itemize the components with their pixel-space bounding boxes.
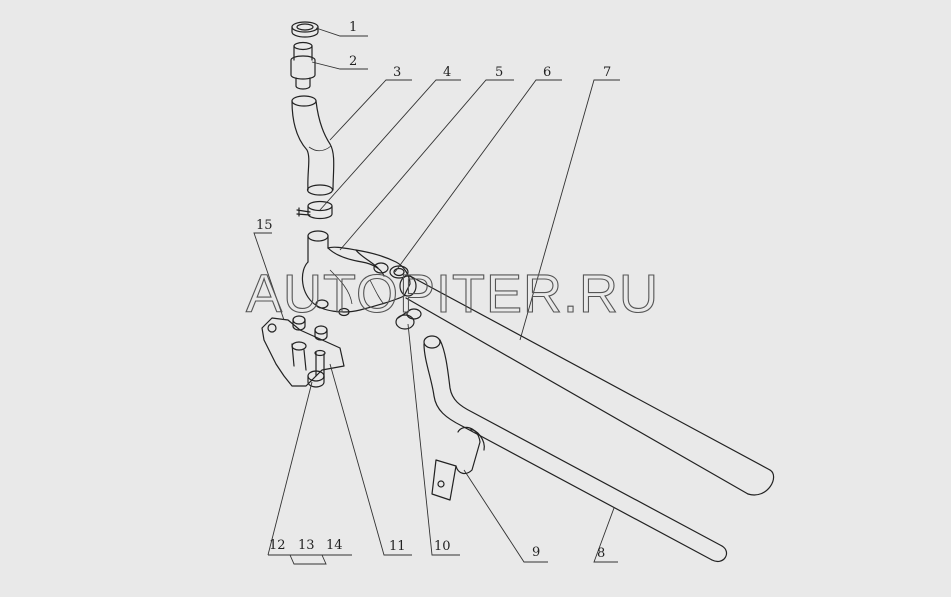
part-8-tube (423, 335, 727, 562)
watermark-text: AUTOPITER.RU (246, 264, 659, 324)
callout-12: 12 (269, 538, 286, 553)
callout-6: 6 (543, 65, 551, 80)
callout-5: 5 (495, 65, 503, 80)
callout-8: 8 (597, 546, 605, 561)
part-7-tube (405, 275, 775, 496)
part-9-clip (431, 426, 485, 501)
callout-13: 13 (298, 538, 315, 553)
callout-15: 15 (256, 218, 273, 233)
part-11-bracket (261, 317, 345, 387)
part-2-fitting (290, 41, 316, 90)
callout-labels: 1 2 3 4 5 6 7 8 9 10 11 12 13 14 15 (256, 20, 611, 561)
callout-2: 2 (349, 54, 357, 69)
part-10-fitting (395, 308, 422, 330)
part-5-valve-body (301, 230, 411, 317)
callout-4: 4 (443, 65, 451, 80)
part-15-bolts (292, 315, 328, 341)
part-12-14-fasteners (307, 370, 325, 388)
callout-11: 11 (389, 539, 406, 554)
callout-3: 3 (393, 65, 401, 80)
callout-1: 1 (349, 20, 357, 35)
callout-7: 7 (603, 65, 611, 80)
part-3-hose (291, 95, 335, 196)
part-4-clamp (296, 200, 333, 220)
callout-10: 10 (434, 539, 451, 554)
callout-14: 14 (326, 538, 343, 553)
part-1-ring (291, 21, 319, 38)
leader-lines (253, 27, 620, 565)
callout-9: 9 (532, 545, 540, 560)
